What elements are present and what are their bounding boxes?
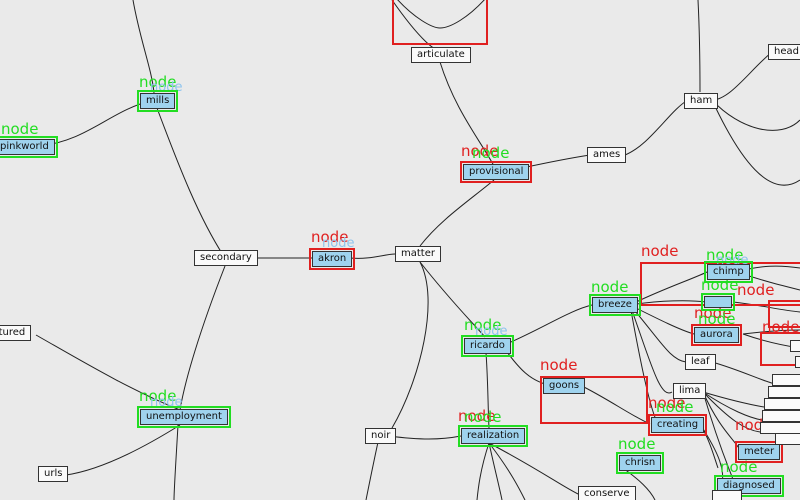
- node-stub[interactable]: [768, 386, 800, 398]
- overlay-label: node: [618, 435, 656, 453]
- node-provisional[interactable]: provisional: [459, 161, 533, 183]
- node-breeze[interactable]: breeze: [589, 294, 641, 316]
- node-stub[interactable]: [775, 433, 800, 445]
- overlay-label: node: [737, 281, 775, 299]
- node-small-highlight[interactable]: [701, 293, 735, 311]
- node-stub[interactable]: [795, 356, 800, 368]
- node-leaf[interactable]: leaf: [685, 354, 716, 370]
- overlay-label: node: [694, 304, 732, 322]
- overlay-label: node: [464, 408, 502, 426]
- detection-box-articulate: [392, 0, 488, 45]
- overlay-label: node: [656, 398, 694, 416]
- node-head[interactable]: head: [768, 44, 800, 60]
- detection-box-right-mid: [768, 300, 800, 328]
- node-unemployment[interactable]: unemployment: [137, 406, 231, 428]
- node-pinkworld[interactable]: pinkworld: [0, 136, 58, 158]
- node-articulate[interactable]: articulate: [411, 47, 471, 63]
- overlay-label: node: [464, 316, 502, 334]
- node-meter[interactable]: meter: [734, 441, 784, 463]
- overlay-label: node: [720, 458, 758, 476]
- node-akron[interactable]: akron: [308, 248, 356, 270]
- node-stub[interactable]: [764, 398, 800, 410]
- overlay-label: node: [591, 278, 629, 296]
- node-matter[interactable]: matter: [395, 246, 441, 262]
- overlay-label: node: [139, 387, 177, 405]
- node-urls[interactable]: urls: [38, 466, 69, 482]
- overlay-label: node: [311, 228, 349, 246]
- overlay-label-shadow: node: [475, 324, 508, 339]
- node-mills[interactable]: mills: [136, 90, 179, 112]
- overlay-label: node: [698, 310, 736, 328]
- detection-box-right-edge: [760, 332, 800, 366]
- node-ames[interactable]: ames: [587, 147, 627, 163]
- node-stub[interactable]: [762, 410, 800, 422]
- node-noir[interactable]: noir: [365, 428, 397, 444]
- overlay-label: node: [139, 73, 177, 91]
- overlay-label: node: [458, 407, 496, 425]
- node-stub[interactable]: [790, 340, 800, 352]
- overlay-label: node: [706, 246, 744, 264]
- overlay-label: node: [1, 120, 39, 138]
- node-goons[interactable]: goons: [543, 378, 586, 394]
- overlay-label-shadow: node: [150, 395, 183, 410]
- overlay-label: node: [648, 394, 686, 412]
- overlay-label: node: [641, 242, 679, 260]
- overlay-label: node: [701, 276, 739, 294]
- overlay-label: node: [762, 318, 800, 336]
- node-ham[interactable]: ham: [684, 93, 719, 109]
- node-cultured[interactable]: cultured: [0, 325, 32, 341]
- node-chrisn[interactable]: chrisn: [615, 452, 665, 474]
- detection-box-goons-group: [540, 376, 648, 424]
- node-aurora[interactable]: aurora: [691, 324, 742, 346]
- overlay-label-shadow: node: [150, 80, 183, 95]
- overlay-label-shadow: node: [322, 236, 355, 251]
- edge-fragment: [397, 0, 485, 29]
- node-secondary[interactable]: secondary: [194, 250, 258, 266]
- node-creating[interactable]: creating: [647, 414, 708, 436]
- overlay-label: node: [461, 142, 499, 160]
- node-stub[interactable]: [712, 490, 742, 500]
- node-ricardo[interactable]: ricardo: [461, 335, 514, 357]
- node-chimp[interactable]: chimp: [704, 261, 753, 283]
- node-realization[interactable]: realization: [457, 425, 529, 447]
- node-conserve[interactable]: conserve: [578, 486, 636, 500]
- node-lima[interactable]: lima: [673, 383, 707, 399]
- overlay-label: node: [472, 144, 510, 162]
- overlay-label: node: [540, 356, 578, 374]
- node-stub[interactable]: [772, 374, 800, 386]
